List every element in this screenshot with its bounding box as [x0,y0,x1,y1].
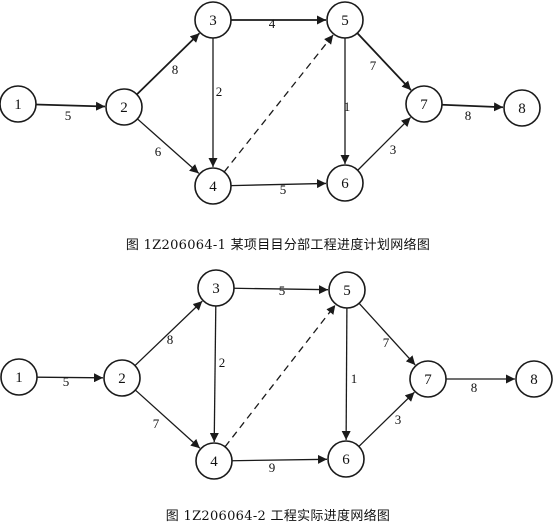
edge-duration-label: 8 [471,380,478,395]
edge-duration-label: 8 [465,108,472,123]
edge-arrow-6-7 [358,391,415,447]
node-circle-6 [326,164,364,202]
edge-arrow-5-7 [356,32,412,91]
node-circle-2 [103,359,141,397]
edge-arrow-6-7 [357,116,412,171]
edge-arrow-3-5 [233,285,329,295]
edge-duration-label: 1 [344,99,351,114]
node-label: 4 [210,454,218,470]
node-label: 6 [341,176,349,192]
node-circle-4 [195,442,233,480]
node-label: 8 [518,101,526,117]
edge-arrow-1-2 [35,101,106,111]
edge-duration-label: 3 [395,412,402,427]
planned-network-diagram: 5 8 6 4 2 5 1 7 3 8 1 2 3 4 5 6 7 8 [0,1,541,205]
edge-duration-label: 8 [167,332,174,347]
node-circle-7 [405,85,443,123]
edge-duration-label: 1 [351,371,358,386]
node-circle-1 [0,358,38,396]
edge-duration-label: 9 [269,460,276,475]
edge-arrow-4-5 [224,304,336,448]
edge-duration-label: 5 [63,374,70,389]
node-circle-1 [0,85,37,123]
edge-arrow-2-4 [134,389,201,449]
node-label: 3 [212,281,220,297]
node-circle-5 [328,271,366,309]
actual-network-diagram: 5 8 7 5 2 9 1 7 3 8 1 2 3 4 5 6 7 8 [0,269,553,480]
edge-duration-label: 7 [383,335,390,350]
node-circle-3 [197,269,235,307]
node-circle-8 [503,89,541,127]
node-circle-4 [194,167,232,205]
node-label: 7 [420,97,428,113]
node-label: 4 [209,179,217,195]
edge-arrow-2-4 [137,118,200,174]
actual-diagram-caption: 图 1Z206064-2 工程实际进度网络图 [165,509,391,524]
edge-arrow-2-3 [134,300,203,367]
edge-arrow-5-6 [341,307,351,441]
node-circle-7 [409,360,447,398]
edge-arrow-7-8 [441,102,504,112]
node-label: 2 [120,100,128,116]
edge-arrow-4-5 [223,34,334,173]
node-label: 1 [14,97,22,113]
edge-duration-label: 4 [269,16,276,31]
edge-duration-label: 5 [280,182,287,197]
edge-duration-label: 2 [219,355,226,370]
node-circle-2 [105,88,143,126]
node-label: 5 [341,13,349,29]
node-label: 2 [118,371,126,387]
edge-duration-label: 7 [370,58,377,73]
planned-diagram-caption: 图 1Z206064-1 某项目目分部工程进度计划网络图 [125,238,431,253]
node-label: 6 [342,452,350,468]
node-label: 5 [343,283,351,299]
edge-arrow-1-2 [36,373,104,383]
node-label: 3 [209,13,217,29]
edge-duration-label: 8 [172,62,179,77]
edge-duration-label: 3 [390,142,397,157]
edge-duration-label: 5 [65,108,72,123]
node-circle-8 [515,360,553,398]
edge-duration-label: 2 [216,84,223,99]
edge-arrow-4-6 [231,454,328,464]
edge-arrow-4-6 [230,179,327,189]
edge-duration-label: 7 [153,416,160,431]
node-circle-3 [194,1,232,39]
edge-arrow-5-7 [358,302,416,366]
edge-duration-label: 5 [279,283,286,298]
edge-duration-label: 6 [155,144,162,159]
edge-arrow-3-4 [209,305,219,443]
edge-arrow-2-3 [136,32,201,96]
node-label: 1 [15,370,23,386]
node-circle-6 [327,440,365,478]
node-circle-5 [326,1,364,39]
node-label: 8 [530,372,538,388]
node-label: 7 [424,372,432,388]
